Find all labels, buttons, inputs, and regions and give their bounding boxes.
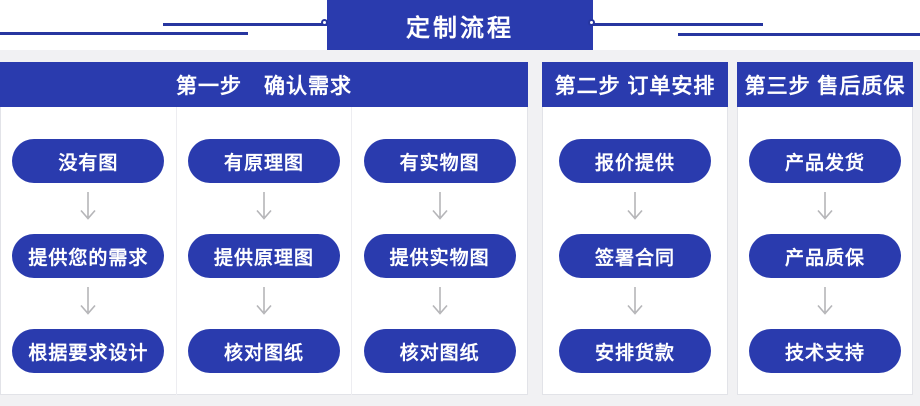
flow-column-no-drawing: 没有图 提供您的需求 根据要求设计 bbox=[1, 107, 176, 395]
down-arrow-icon bbox=[817, 287, 833, 315]
flow-step: 技术支持 bbox=[749, 329, 901, 373]
section-step1-body: 没有图 提供您的需求 根据要求设计 有原理图 提供原理图 核对图纸 有实物图 提… bbox=[1, 107, 527, 395]
page-title: 定制流程 bbox=[327, 0, 593, 50]
section-step1-header: 第一步 确认需求 bbox=[0, 62, 528, 107]
section-step3-header: 第三步 售后质保 bbox=[737, 62, 913, 107]
flow-step: 没有图 bbox=[12, 139, 165, 183]
decor-line-left-upper bbox=[163, 23, 327, 26]
down-arrow-icon bbox=[432, 287, 448, 315]
flow-step: 提供实物图 bbox=[363, 234, 516, 278]
down-arrow-icon bbox=[256, 287, 272, 315]
section-step1-panel: 第一步 确认需求 没有图 提供您的需求 根据要求设计 有原理图 提供原理图 核对… bbox=[0, 62, 528, 395]
flow-step: 有原理图 bbox=[188, 139, 340, 183]
connector-dot bbox=[321, 19, 328, 26]
section-step2-header: 第二步 订单安排 bbox=[542, 62, 728, 107]
down-arrow-icon bbox=[627, 287, 643, 315]
down-arrow-icon bbox=[80, 287, 96, 315]
flow-step: 签署合同 bbox=[559, 234, 711, 278]
down-arrow-icon bbox=[256, 192, 272, 220]
flow-step: 有实物图 bbox=[363, 139, 516, 183]
decor-line-left-lower bbox=[0, 32, 248, 35]
flow-column-aftersales: 产品发货 产品质保 技术支持 bbox=[738, 107, 912, 395]
section-step3-body: 产品发货 产品质保 技术支持 bbox=[738, 107, 912, 395]
down-arrow-icon bbox=[817, 192, 833, 220]
flow-step: 根据要求设计 bbox=[12, 329, 165, 373]
flow-column-order: 报价提供 签署合同 安排货款 bbox=[543, 107, 727, 395]
flow-step: 产品发货 bbox=[749, 139, 901, 183]
down-arrow-icon bbox=[432, 192, 448, 220]
flow-step: 核对图纸 bbox=[363, 329, 516, 373]
down-arrow-icon bbox=[627, 192, 643, 220]
down-arrow-icon bbox=[80, 192, 96, 220]
flow-column-schematic: 有原理图 提供原理图 核对图纸 bbox=[175, 107, 352, 395]
flow-step: 产品质保 bbox=[749, 234, 901, 278]
flow-step: 报价提供 bbox=[559, 139, 711, 183]
connector-dot bbox=[588, 19, 595, 26]
flow-step: 提供原理图 bbox=[188, 234, 340, 278]
flow-step: 安排货款 bbox=[559, 329, 711, 373]
section-step3-panel: 第三步 售后质保 产品发货 产品质保 技术支持 bbox=[737, 62, 913, 395]
decor-line-right-upper bbox=[593, 23, 763, 26]
section-step2-panel: 第二步 订单安排 报价提供 签署合同 安排货款 bbox=[542, 62, 728, 395]
section-step2-body: 报价提供 签署合同 安排货款 bbox=[543, 107, 727, 395]
decor-line-right-lower bbox=[678, 33, 920, 36]
flow-step: 核对图纸 bbox=[188, 329, 340, 373]
flow-column-physical-photo: 有实物图 提供实物图 核对图纸 bbox=[351, 107, 527, 395]
flow-step: 提供您的需求 bbox=[12, 234, 165, 278]
